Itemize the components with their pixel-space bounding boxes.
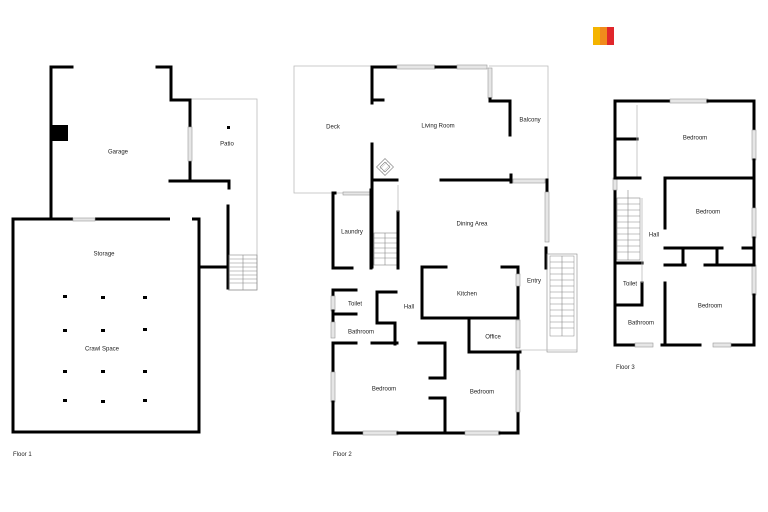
stairs-internal [373, 232, 398, 266]
floor-1-plan [11, 65, 258, 434]
floor-3-label: Floor 3 [616, 365, 635, 371]
room-label-kitchen: Kitchen [457, 292, 477, 298]
room-label-bedroom: Bedroom [470, 390, 494, 396]
room-labels: Garage Patio Storage Crawl Space Deck Li… [85, 118, 722, 396]
room-label-bedroom: Bedroom [372, 387, 396, 393]
logo-bar-yellow [593, 27, 600, 45]
room-label-garage: Garage [108, 150, 129, 156]
fireplace-icon [376, 158, 394, 176]
room-label-living-room: Living Room [421, 124, 454, 130]
room-label-patio: Patio [220, 142, 234, 148]
stairs [228, 254, 258, 291]
room-label-office: Office [485, 335, 501, 341]
floor-1-label: Floor 1 [13, 452, 32, 458]
room-label-toilet: Toilet [348, 302, 362, 308]
entry-stairs [546, 253, 578, 353]
room-label-crawl-space: Crawl Space [85, 347, 120, 353]
room-label-hall: Hall [649, 233, 659, 239]
room-label-toilet: Toilet [623, 282, 637, 288]
room-label-bathroom: Bathroom [628, 321, 654, 327]
room-label-laundry: Laundry [341, 230, 363, 236]
room-label-balcony: Balcony [519, 118, 540, 124]
logo-bar-orange [600, 27, 607, 45]
brand-logo [593, 27, 614, 45]
support-posts [63, 295, 147, 403]
floor-2-plan [293, 64, 578, 436]
floor-2-label: Floor 2 [333, 452, 352, 458]
room-label-dining-area: Dining Area [456, 222, 488, 228]
room-label-deck: Deck [326, 125, 341, 131]
room-label-entry: Entry [527, 279, 541, 285]
room-label-bedroom: Bedroom [683, 136, 707, 142]
floor-3-plan [612, 98, 757, 348]
room-label-bathroom: Bathroom [348, 330, 374, 336]
logo-bar-red [607, 27, 614, 45]
room-label-bedroom: Bedroom [696, 210, 720, 216]
stairs-floor3 [616, 190, 641, 261]
room-label-hall: Hall [404, 305, 414, 311]
room-label-bedroom: Bedroom [698, 304, 722, 310]
room-label-storage: Storage [93, 252, 115, 258]
